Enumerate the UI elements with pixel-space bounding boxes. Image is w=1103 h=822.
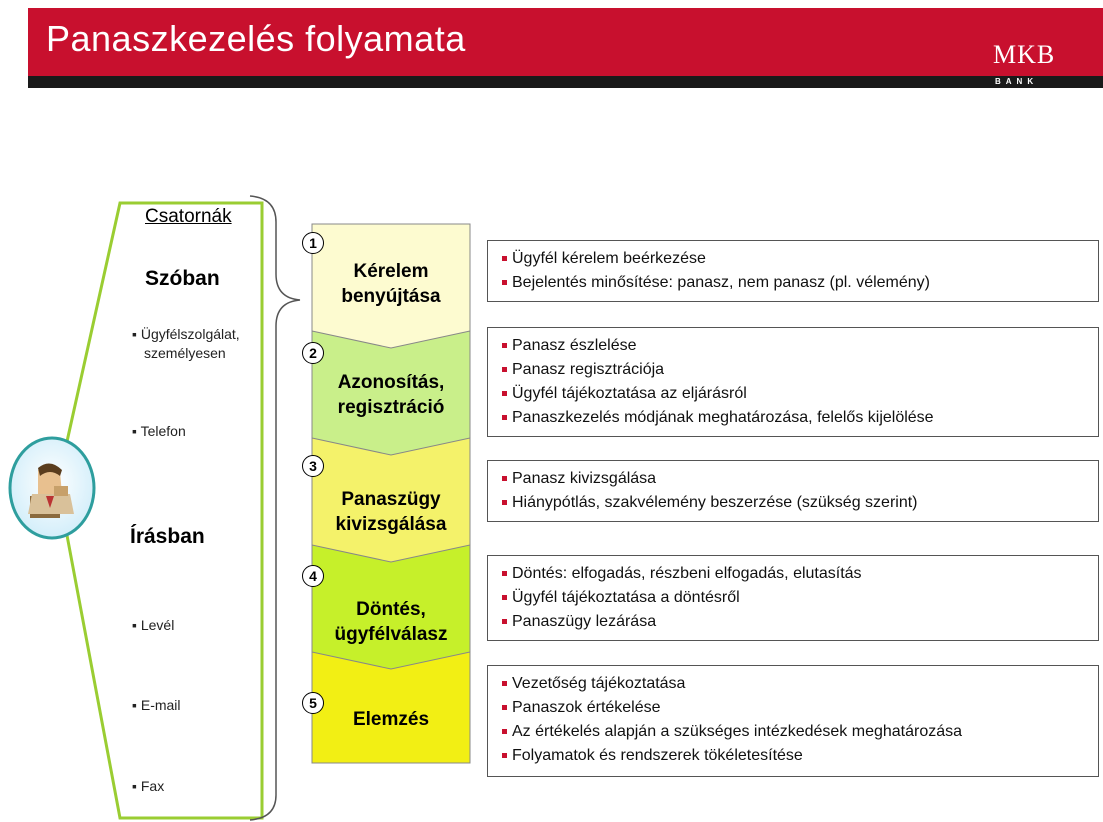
- step-5-shape: [311, 651, 471, 764]
- step-5-bullet: Vezetőség tájékoztatása: [498, 672, 1088, 696]
- mkb-logo: MKB: [993, 40, 1056, 69]
- oral-channel-heading: Szóban: [145, 267, 220, 290]
- step-5-bullet: Az értékelés alapján a szükséges intézke…: [498, 720, 1088, 744]
- title-bar: Panaszkezelés folyamata: [28, 8, 1103, 76]
- step-2-bullet: Panasz regisztrációja: [498, 358, 1088, 382]
- written-channel-heading: Írásban: [130, 525, 205, 548]
- step-2-bullet: Panaszkezelés módjának meghatározása, fe…: [498, 406, 1088, 430]
- step-4-label: Döntés,ügyfélválasz: [334, 599, 448, 645]
- channel-fan-shape: [64, 201, 264, 820]
- step-4-bullet: Panaszügy lezárása: [498, 610, 1088, 634]
- step-3-number: 3: [302, 455, 324, 477]
- channel-item-customer-service: ▪ Ügyfélszolgálat,: [132, 326, 240, 342]
- step-5-description: Vezetőség tájékoztatása Panaszok értékel…: [487, 665, 1099, 777]
- channel-item-fax: ▪ Fax: [132, 778, 165, 794]
- brace-shape: [249, 195, 301, 821]
- step-5-bullet: Folyamatok és rendszerek tökéletesítése: [498, 744, 1088, 768]
- step-5-number: 5: [302, 692, 324, 714]
- step-3-bullet: Panasz kivizsgálása: [498, 467, 1088, 491]
- customer-icon: [28, 463, 74, 518]
- step-2-number: 2: [302, 342, 324, 364]
- step-3-description: Panasz kivizsgálása Hiánypótlás, szakvél…: [487, 460, 1099, 522]
- channels-title: Csatornák: [145, 206, 232, 227]
- step-4-bullet: Ügyfél tájékoztatása a döntésről: [498, 586, 1088, 610]
- channel-item-phone: ▪ Telefon: [132, 423, 186, 439]
- title-underline-bar: [28, 76, 1103, 88]
- step-2-description: Panasz észlelése Panasz regisztrációja Ü…: [487, 327, 1099, 437]
- step-1-description: Ügyfél kérelem beérkezése Bejelentés min…: [487, 240, 1099, 302]
- step-5-label: Elemzés: [352, 709, 430, 730]
- channel-item-in-person: személyesen: [144, 345, 226, 361]
- step-4-bullet: Döntés: elfogadás, részbeni elfogadás, e…: [498, 562, 1088, 586]
- step-2-label: Azonosítás,regisztráció: [337, 372, 445, 418]
- page-title: Panaszkezelés folyamata: [46, 18, 466, 59]
- mkb-logo-subtitle: BANK: [995, 77, 1039, 86]
- step-4-number: 4: [302, 565, 324, 587]
- step-2-bullet: Ügyfél tájékoztatása az eljárásról: [498, 382, 1088, 406]
- step-2-bullet: Panasz észlelése: [498, 334, 1088, 358]
- channel-item-email: ▪ E-mail: [132, 697, 181, 713]
- channel-item-letter: ▪ Levél: [132, 617, 175, 633]
- step-1-bullet: Ügyfél kérelem beérkezése: [498, 247, 1088, 271]
- step-5-bullet: Panaszok értékelése: [498, 696, 1088, 720]
- step-4-description: Döntés: elfogadás, részbeni elfogadás, e…: [487, 555, 1099, 641]
- step-1-number: 1: [302, 232, 324, 254]
- step-3-bullet: Hiánypótlás, szakvélemény beszerzése (sz…: [498, 491, 1088, 515]
- step-1-bullet: Bejelentés minősítése: panasz, nem panas…: [498, 271, 1088, 295]
